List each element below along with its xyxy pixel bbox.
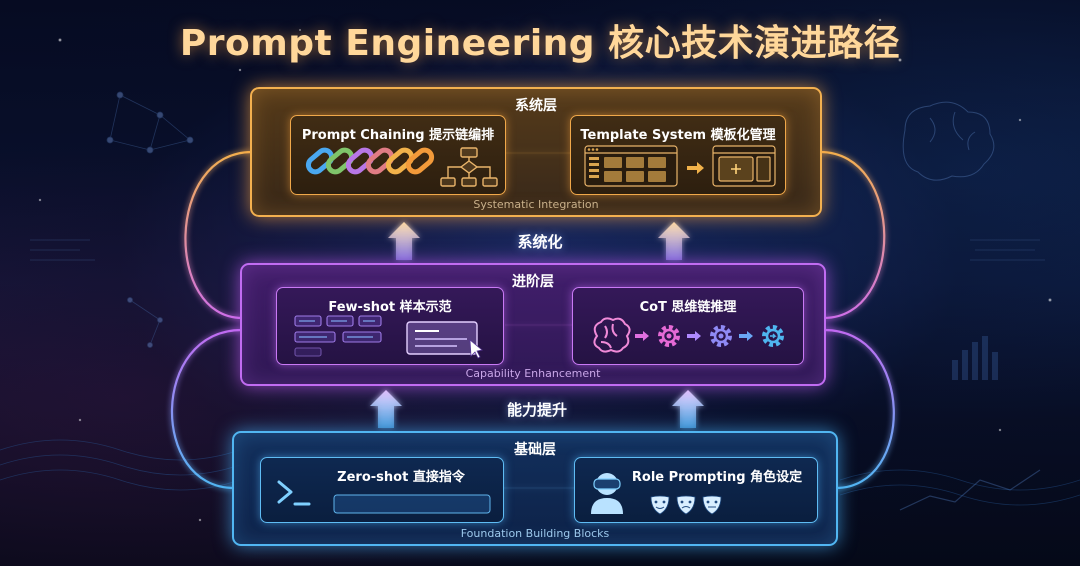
cursor-icon — [469, 339, 483, 359]
template-window-icon — [584, 145, 776, 187]
brain-outline-decoration — [902, 101, 995, 181]
wave-decoration — [0, 439, 1080, 506]
advanced-layer-subtitle: Capability Enhancement — [465, 367, 601, 380]
gear-icon — [710, 325, 732, 347]
right-wire-advanced-base — [823, 328, 895, 490]
upgrade-arrows — [370, 222, 704, 428]
left-wire-system-advanced — [184, 150, 253, 320]
cot-title: CoT 思维链推理 — [639, 300, 737, 315]
text-lines-decoration — [30, 239, 1045, 261]
gear-icon — [658, 325, 680, 347]
brain-icon — [593, 317, 631, 353]
bar-chart-decoration — [952, 336, 998, 380]
prompt-chaining-title: Prompt Chaining 提示链编排 — [301, 128, 495, 143]
template-system-card: Template System 模板化管理 — [570, 115, 786, 195]
transition-label-lower: 能力提升 — [506, 401, 567, 419]
up-arrow-upper-right — [658, 222, 690, 260]
foundation-layer: 基础层 Zero-shot 直接指令 Role Prompting 角色设定 — [232, 431, 838, 546]
page-title: Prompt Engineering 核心技术演进路径 — [179, 23, 901, 64]
few-shot-card: Few-shot 样本示范 — [276, 287, 504, 365]
zero-shot-card: Zero-shot 直接指令 — [260, 457, 504, 523]
template-system-title: Template System 模板化管理 — [580, 128, 776, 143]
theater-mask-icon — [650, 495, 722, 515]
gear-icon — [762, 325, 784, 347]
right-wire-system-advanced — [819, 150, 886, 320]
stars-decoration — [38, 18, 1052, 522]
up-arrow-lower-right — [672, 390, 704, 428]
foundation-layer-subtitle: Foundation Building Blocks — [460, 527, 610, 540]
prompt-chaining-card: Prompt Chaining 提示链编排 — [290, 115, 506, 195]
line-chart-decoration — [899, 469, 1041, 511]
role-prompting-title: Role Prompting 角色设定 — [631, 470, 803, 485]
left-wire-advanced-base — [170, 328, 243, 490]
gear-chain-icon — [635, 325, 784, 347]
terminal-icon — [277, 480, 311, 506]
vr-persona-icon — [591, 473, 623, 514]
advanced-layer-title: 进阶层 — [512, 274, 554, 290]
up-arrow-lower-left — [370, 390, 402, 428]
cot-card: CoT 思维链推理 — [572, 287, 804, 365]
arrow-right-icon — [635, 331, 649, 341]
transition-label-upper: 系统化 — [517, 233, 563, 251]
few-shot-title: Few-shot 样本示范 — [328, 300, 452, 315]
system-layer-subtitle: Systematic Integration — [473, 198, 599, 211]
advanced-layer: 进阶层 Few-shot 样本示范 — [240, 263, 826, 386]
chain-link-icon — [305, 147, 435, 175]
arrow-right-icon — [687, 162, 704, 174]
zero-shot-title: Zero-shot 直接指令 — [337, 470, 465, 485]
foundation-layer-title: 基础层 — [514, 442, 556, 458]
example-cards-icon — [294, 315, 478, 357]
up-arrow-upper-left — [388, 222, 420, 260]
system-layer-title: 系统层 — [515, 98, 557, 114]
neural-network-decoration — [106, 91, 194, 348]
command-input-box — [333, 494, 491, 514]
system-layer: 系统层 Prompt Chaining 提示链编排 — [250, 87, 822, 217]
role-prompting-card: Role Prompting 角色设定 — [574, 457, 818, 523]
flowchart-icon — [440, 147, 498, 187]
